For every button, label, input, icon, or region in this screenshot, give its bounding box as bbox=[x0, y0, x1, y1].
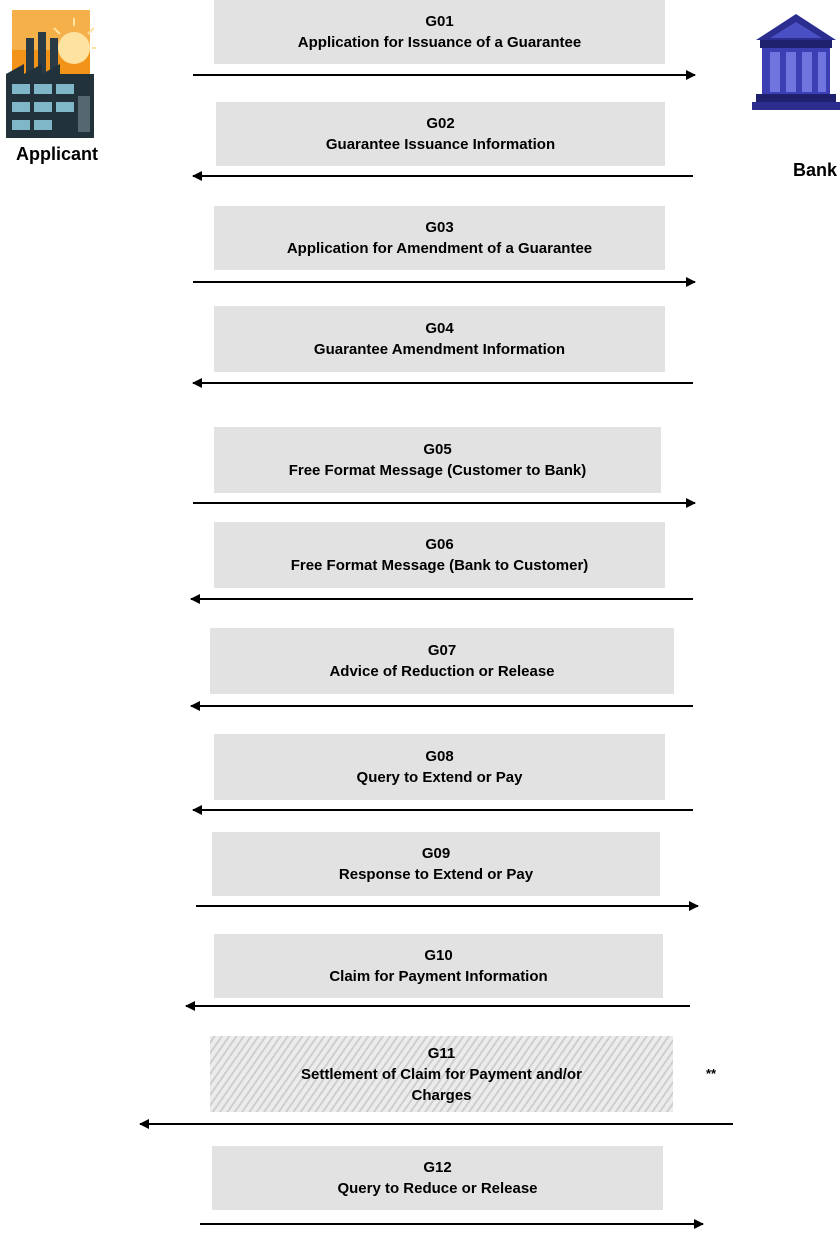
message-code: G03 bbox=[425, 219, 454, 236]
message-box-g09: G09 Response to Extend or Pay bbox=[212, 832, 660, 896]
message-box-g01: G01 Application for Issuance of a Guaran… bbox=[214, 0, 665, 64]
message-code: G05 bbox=[423, 441, 452, 458]
message-box-g11: G11 Settlement of Claim for Payment and/… bbox=[210, 1036, 673, 1112]
message-code: G02 bbox=[426, 115, 455, 132]
message-title: Claim for Payment Information bbox=[329, 968, 548, 985]
message-box-g07: G07 Advice of Reduction or Release bbox=[210, 628, 674, 694]
message-code: G04 bbox=[425, 320, 454, 337]
message-title: Guarantee Amendment Information bbox=[313, 341, 566, 358]
applicant-label: Applicant bbox=[16, 144, 99, 164]
factory-icon bbox=[6, 10, 96, 138]
message-title: Application for Issuance of a Guarantee bbox=[297, 34, 582, 51]
message-code: G10 bbox=[424, 947, 453, 964]
message-title: Settlement of Claim for Payment and/or C… bbox=[301, 1065, 582, 1104]
bank-label: Bank bbox=[793, 160, 838, 180]
message-title: Advice of Reduction or Release bbox=[329, 663, 555, 680]
message-title: Guarantee Issuance Information bbox=[325, 136, 556, 153]
message-box-g05: G05 Free Format Message (Customer to Ban… bbox=[214, 427, 661, 493]
message-box-g06: G06 Free Format Message (Bank to Custome… bbox=[214, 522, 665, 588]
message-title: Free Format Message (Bank to Customer) bbox=[290, 557, 589, 574]
bank-building-icon bbox=[752, 14, 840, 110]
message-box-g10: G10 Claim for Payment Information bbox=[214, 934, 663, 998]
message-code: G12 bbox=[423, 1159, 452, 1176]
message-code: G08 bbox=[425, 748, 454, 765]
message-code: G06 bbox=[425, 536, 454, 553]
message-title: Query to Reduce or Release bbox=[337, 1180, 538, 1197]
message-box-g04: G04 Guarantee Amendment Information bbox=[214, 306, 665, 372]
message-code: G01 bbox=[425, 13, 454, 30]
message-box-g08: G08 Query to Extend or Pay bbox=[214, 734, 665, 800]
message-title: Response to Extend or Pay bbox=[338, 866, 534, 883]
message-title: Query to Extend or Pay bbox=[356, 769, 523, 786]
message-code: G11 bbox=[427, 1044, 456, 1062]
message-box-g02: G02 Guarantee Issuance Information bbox=[216, 102, 665, 166]
message-code: G07 bbox=[427, 642, 457, 659]
message-code: G09 bbox=[421, 845, 451, 862]
message-box-g03: G03 Application for Amendment of a Guara… bbox=[214, 206, 665, 270]
message-title: Application for Amendment of a Guarantee bbox=[286, 240, 593, 257]
footnote-marker: ** bbox=[706, 1066, 717, 1081]
message-title: Free Format Message (Customer to Bank) bbox=[288, 462, 587, 479]
message-box-g12: G12 Query to Reduce or Release bbox=[212, 1146, 663, 1210]
